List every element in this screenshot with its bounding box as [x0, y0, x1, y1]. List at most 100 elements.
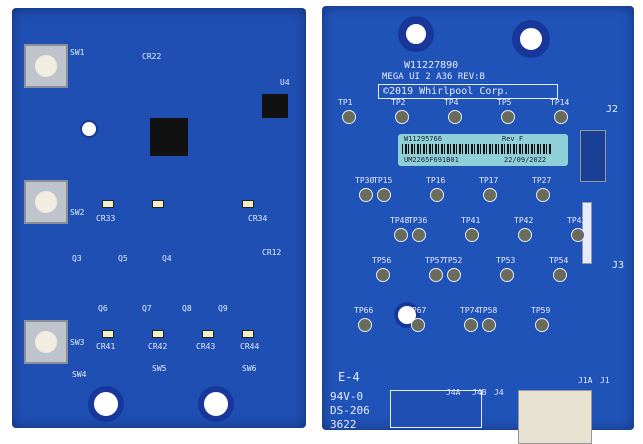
test-point: [448, 110, 462, 124]
j4-label: J4: [494, 388, 504, 397]
board-name: MEGA UI 2 A36 REV:B: [382, 72, 485, 82]
led: [102, 200, 114, 208]
led-label: CR44: [240, 342, 260, 351]
test-point-label: TP27: [532, 176, 552, 185]
sticker-part: W11295766: [404, 135, 442, 143]
test-point-label: TP42: [514, 216, 534, 225]
test-point: [482, 318, 496, 332]
test-point: [501, 110, 515, 124]
connector-j1: [518, 390, 592, 444]
u4-label: U4: [280, 78, 290, 87]
test-point: [376, 268, 390, 282]
j1a-label: J1A: [578, 376, 593, 385]
test-point: [571, 228, 585, 242]
test-point: [483, 188, 497, 202]
led: [242, 330, 254, 338]
test-point: [465, 228, 479, 242]
mounting-hole: [398, 16, 434, 52]
led-label: CR43: [196, 342, 216, 351]
mounting-hole: [80, 120, 98, 138]
j1-label: J1: [600, 376, 610, 385]
sticker-date: 22/09/2022: [504, 156, 547, 164]
test-point-label: TP17: [479, 176, 499, 185]
q-label: Q8: [182, 304, 192, 313]
led: [242, 200, 254, 208]
led-label: CR22: [142, 52, 162, 61]
test-point-label: TP36: [408, 216, 428, 225]
led: [102, 330, 114, 338]
test-point: [395, 110, 409, 124]
test-point-label: TP43: [567, 216, 587, 225]
j4a-label: J4A: [446, 388, 461, 397]
sw3-label: SW3: [70, 338, 85, 347]
q-label: Q3: [72, 254, 82, 263]
sticker-serial: UM2265F691B01: [404, 156, 459, 164]
test-point-label: TP4: [444, 98, 459, 107]
sticker-rev: Rev F: [502, 135, 524, 143]
marking-date-code: 3622: [330, 418, 357, 431]
test-point: [377, 188, 391, 202]
test-point: [358, 318, 372, 332]
test-point: [342, 110, 356, 124]
mounting-hole: [394, 302, 420, 328]
test-point: [447, 268, 461, 282]
test-point-label: TP66: [354, 306, 374, 315]
j4b-label: J4B: [472, 388, 487, 397]
test-point-label: TP2: [391, 98, 406, 107]
switch-sw2: [24, 180, 68, 224]
test-point: [536, 188, 550, 202]
pcb-back: W11227890 MEGA UI 2 A36 REV:B ©2019 Whir…: [322, 6, 634, 444]
test-point-label: TP57: [425, 256, 445, 265]
led: [202, 330, 214, 338]
test-point: [554, 110, 568, 124]
q-label: Q4: [162, 254, 172, 263]
sw6-label: SW6: [242, 364, 257, 373]
led-label: CR33: [96, 214, 116, 223]
mounting-hole: [198, 386, 234, 422]
q-label: Q7: [142, 304, 152, 313]
switch-sw1: [24, 44, 68, 88]
test-point: [518, 228, 532, 242]
sw1-label: SW1: [70, 48, 85, 57]
j2-label: J2: [606, 104, 619, 115]
sw4-label: SW4: [72, 370, 87, 379]
test-point-label: TP41: [461, 216, 481, 225]
test-point-label: TP52: [443, 256, 463, 265]
led-label: CR12: [262, 248, 282, 257]
chip-u4: [262, 94, 288, 118]
test-point-label: TP56: [372, 256, 392, 265]
test-point: [412, 228, 426, 242]
test-point-label: TP30: [355, 176, 375, 185]
part-number: W11227890: [404, 60, 459, 71]
marking-e4: E-4: [338, 370, 360, 384]
pcb-front: SW1 SW2 SW3 SW4 SW5 SW6 U4 CR33 CR34 CR4…: [12, 8, 306, 428]
marking-ds206: DS-206: [330, 404, 370, 417]
j3-label: J3: [612, 260, 625, 271]
sw2-label: SW2: [70, 208, 85, 217]
led-label: CR41: [96, 342, 116, 351]
test-point-label: TP67: [407, 306, 427, 315]
led-label: CR42: [148, 342, 168, 351]
q-label: Q9: [218, 304, 228, 313]
mounting-hole: [88, 386, 124, 422]
test-point: [394, 228, 408, 242]
marking-94v0: 94V-0: [330, 390, 364, 403]
test-point: [464, 318, 478, 332]
connector-j4: [390, 390, 482, 428]
copyright: ©2019 Whirlpool Corp.: [378, 84, 559, 99]
led: [152, 330, 164, 338]
test-point: [500, 268, 514, 282]
test-point-label: TP58: [478, 306, 498, 315]
mounting-hole: [512, 20, 550, 58]
test-point: [535, 318, 549, 332]
test-point: [553, 268, 567, 282]
q-label: Q5: [118, 254, 128, 263]
switch-sw3: [24, 320, 68, 364]
test-point: [411, 318, 425, 332]
sw5-label: SW5: [152, 364, 167, 373]
test-point-label: TP14: [550, 98, 570, 107]
q-label: Q6: [98, 304, 108, 313]
test-point-label: TP54: [549, 256, 569, 265]
test-point-label: TP15: [373, 176, 393, 185]
test-point-label: TP1: [338, 98, 353, 107]
